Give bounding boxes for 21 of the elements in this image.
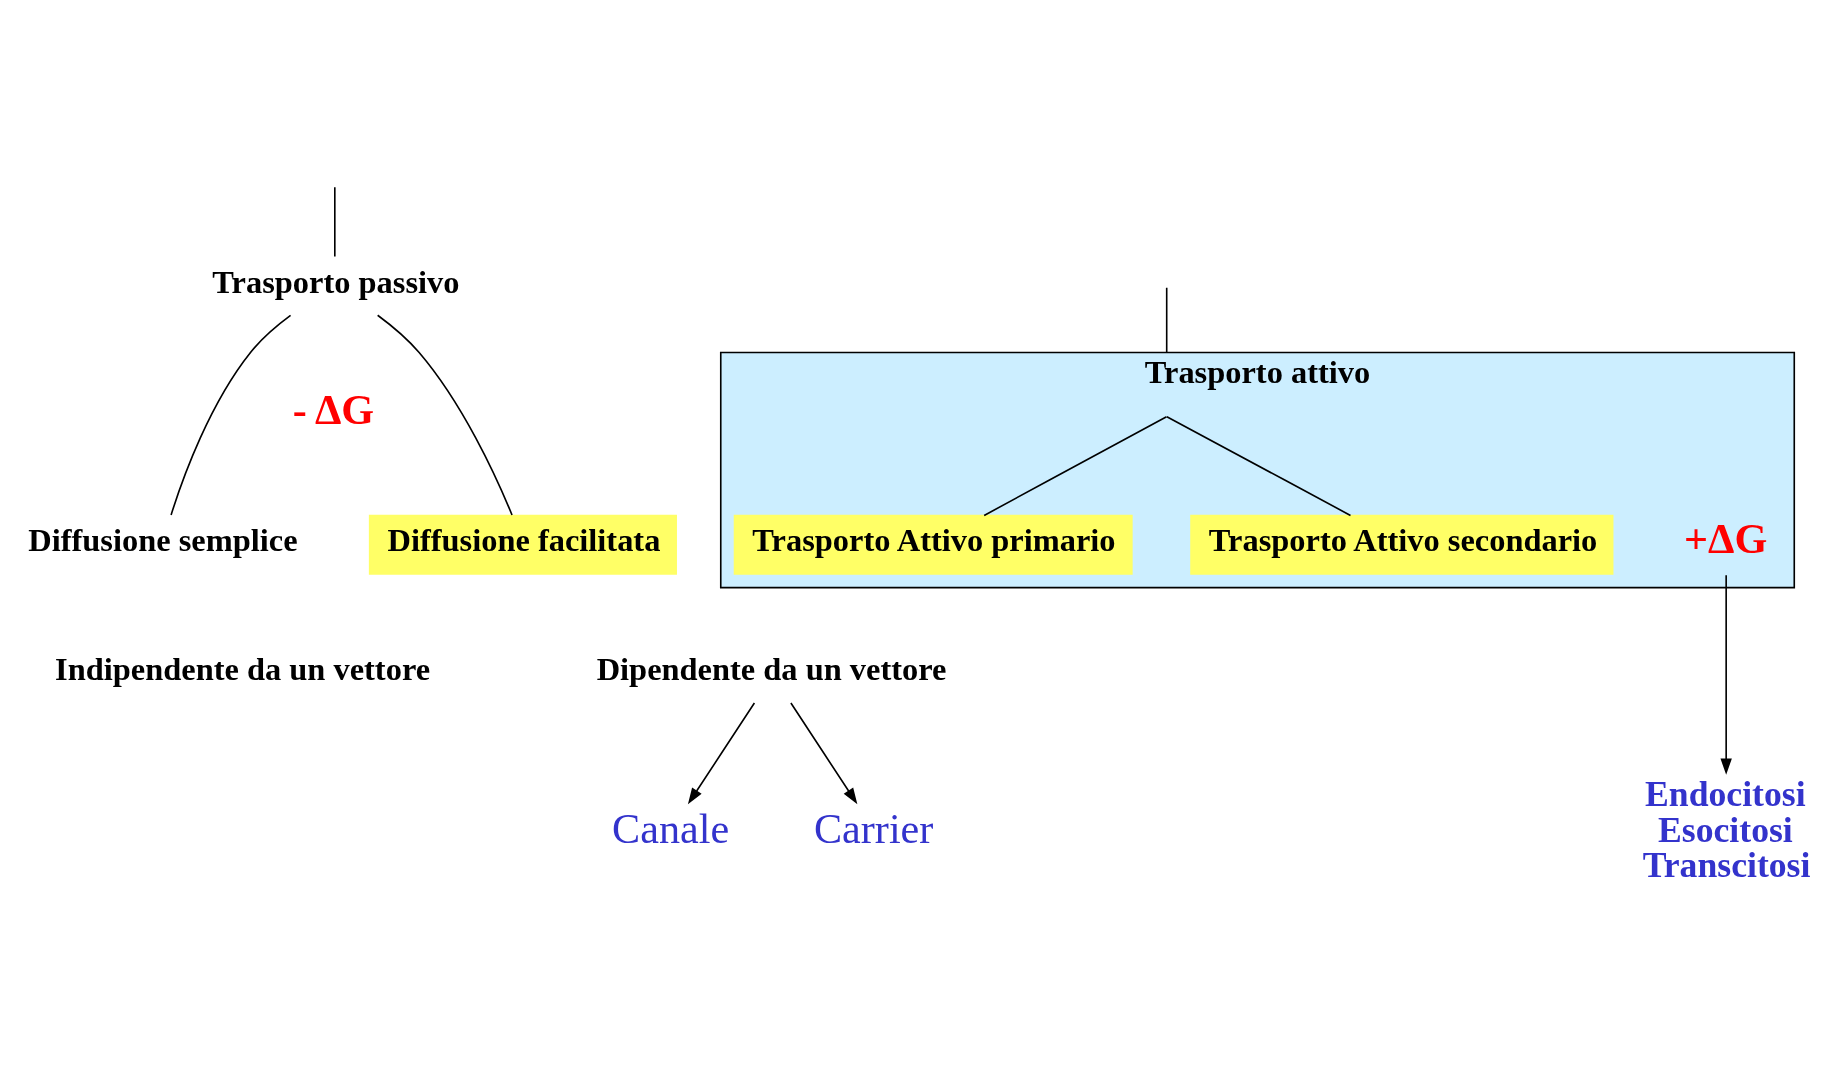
node-text: +ΔG (1684, 514, 1768, 562)
connector (983, 415, 1168, 516)
connector (1166, 415, 1352, 516)
node-text: Canale (612, 804, 730, 852)
arrow (790, 701, 858, 804)
connector (334, 185, 336, 257)
node-text: Indipendente da un vettore (55, 650, 431, 687)
node-box: Trasporto Attivo primario (733, 514, 1133, 575)
node-text: Dipendente da un vettore (596, 650, 947, 687)
label: - ΔG (292, 385, 375, 433)
node-text: Diffusione semplice (28, 521, 298, 558)
connector (376, 313, 513, 516)
arrow (1720, 573, 1732, 775)
node-text: Trasporto passivo (212, 263, 460, 300)
node-box: Diffusione facilitata (368, 514, 677, 575)
arrow (687, 701, 756, 804)
connector (1165, 286, 1168, 353)
node-text: Endocitosi Esocitosi Transcitosi (1642, 773, 1811, 885)
node-text: Carrier (814, 804, 934, 852)
connector (170, 314, 292, 516)
node-box: Trasporto Attivo secondario (1190, 514, 1614, 575)
